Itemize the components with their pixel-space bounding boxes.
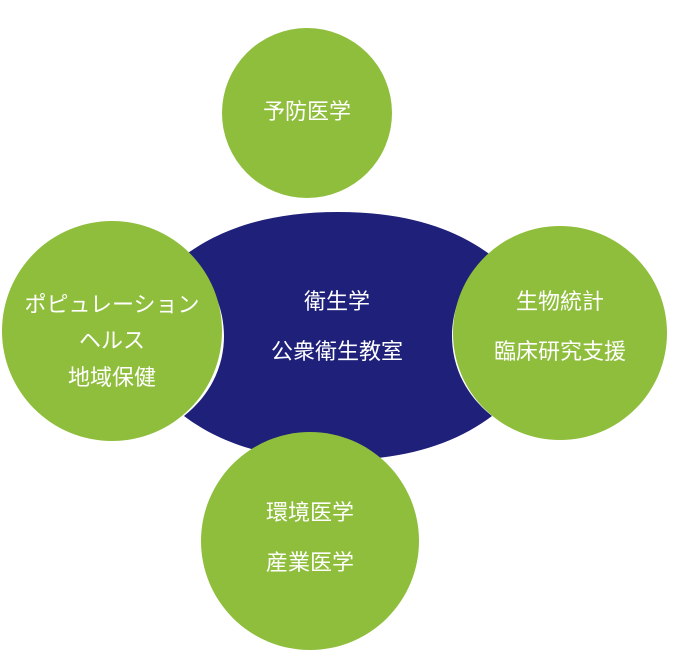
right-label-1: 生物統計 — [516, 290, 604, 315]
left-label-3: 地域保健 — [68, 366, 156, 391]
left-label-2: ヘルス — [79, 329, 145, 354]
center-shape — [184, 212, 492, 460]
circle-environmental-medicine — [201, 432, 419, 650]
top-label-1: 予防医学 — [263, 100, 351, 125]
circle-biostatistics — [453, 226, 667, 440]
bottom-label-2: 産業医学 — [266, 551, 354, 576]
circle-preventive-medicine — [222, 28, 392, 198]
center-label-1: 衛生学 — [304, 290, 370, 315]
center-label-2: 公衆衛生教室 — [271, 340, 403, 365]
circle-population-health — [2, 221, 222, 441]
bottom-label-1: 環境医学 — [266, 501, 354, 526]
left-label-1: ポピュレーション — [24, 293, 199, 318]
right-label-2: 臨床研究支援 — [494, 340, 626, 365]
